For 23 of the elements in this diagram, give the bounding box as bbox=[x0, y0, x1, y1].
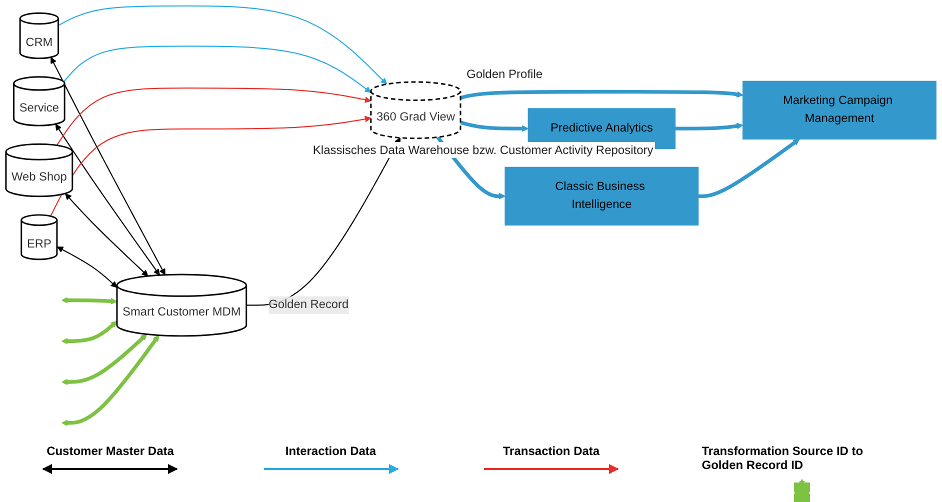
arrow bbox=[698, 138, 800, 198]
node-box bbox=[742, 80, 936, 140]
arrow bbox=[61, 297, 118, 304]
arrow bbox=[61, 334, 148, 386]
arrow bbox=[50, 116, 372, 216]
arrow bbox=[58, 5, 388, 84]
legend-text: Customer Master Data bbox=[46, 444, 174, 458]
arrow bbox=[65, 193, 148, 276]
arrow bbox=[460, 120, 528, 132]
arrow bbox=[50, 57, 166, 276]
arrow bbox=[56, 246, 118, 288]
arrow bbox=[55, 124, 160, 276]
arrow bbox=[63, 46, 372, 93]
arrow bbox=[61, 334, 160, 426]
legend-text: Interaction Data bbox=[285, 444, 376, 458]
caption-text: Klassisches Data Warehouse bzw. Customer Activity Repository bbox=[310, 142, 656, 158]
arrow bbox=[56, 88, 372, 146]
arrow bbox=[675, 122, 744, 130]
legend-text: Transaction Data bbox=[502, 444, 600, 458]
node-box bbox=[504, 166, 699, 226]
arrow bbox=[460, 90, 744, 100]
legend-text: Transformation Source ID to Golden Record ID bbox=[702, 444, 864, 472]
arrow bbox=[61, 320, 118, 344]
